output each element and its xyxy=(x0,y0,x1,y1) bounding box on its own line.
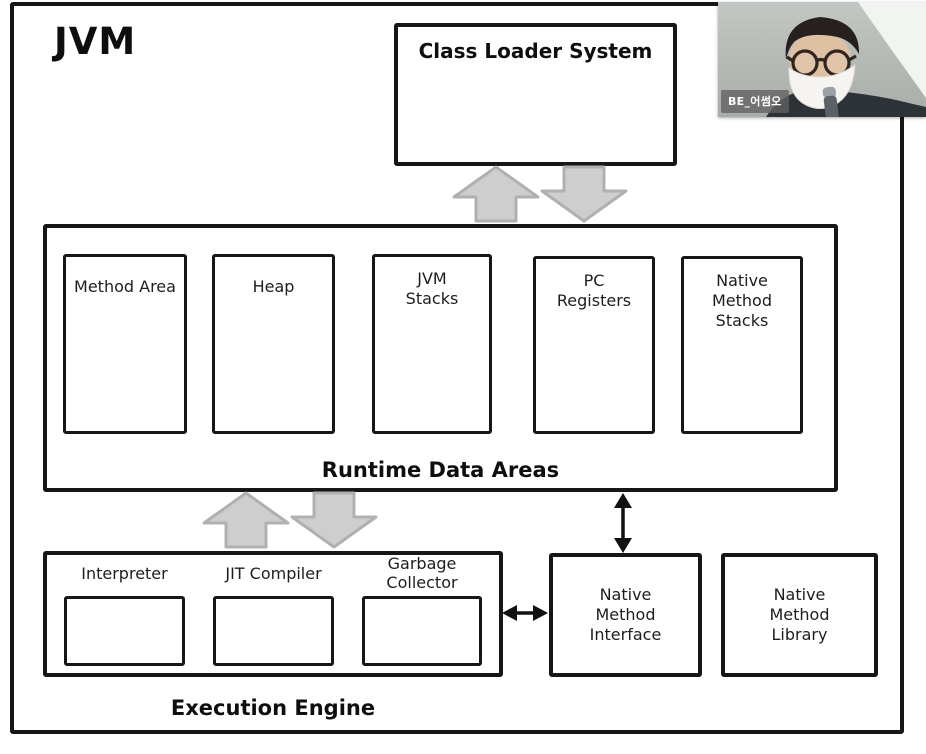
garbage-collector-box xyxy=(362,596,482,666)
native-method-stacks-label: Native Method Stacks xyxy=(684,259,800,331)
block-arrow-up-icon xyxy=(202,491,290,549)
native-method-library-label: Native Method Library xyxy=(769,585,829,645)
runtime-nmi-arrow-icon xyxy=(614,493,632,553)
native-method-interface-label: Native Method Interface xyxy=(590,585,662,645)
jvm-stacks-line2: Stacks xyxy=(405,289,459,308)
pc-registers-line2: Registers xyxy=(556,291,632,310)
class-loader-system-box: Class Loader System xyxy=(394,23,677,166)
pc-registers-label: PC Registers xyxy=(536,259,652,311)
interpreter-label: Interpreter xyxy=(81,564,168,583)
garbage-collector-line2: Collector xyxy=(386,573,458,593)
runtime-engine-arrows xyxy=(202,491,378,549)
nmi-line1: Native xyxy=(599,585,652,604)
nmi-line2: Method xyxy=(595,605,656,624)
garbage-collector-label: Garbage Collector xyxy=(362,554,482,592)
jit-compiler-label: JIT Compiler xyxy=(225,564,322,583)
jit-compiler-box xyxy=(213,596,334,666)
method-area-box: Method Area xyxy=(63,254,187,434)
block-arrow-up-icon xyxy=(452,165,540,223)
runtime-data-areas-label: Runtime Data Areas xyxy=(321,458,560,482)
heap-label: Heap xyxy=(252,277,295,296)
engine-nmi-arrow-icon xyxy=(502,605,548,621)
class-loader-system-label: Class Loader System xyxy=(418,39,653,63)
participant-name-badge: BE_어썸오 xyxy=(721,90,789,113)
native-method-stacks-line3: Stacks xyxy=(715,311,769,330)
native-method-stacks-box: Native Method Stacks xyxy=(681,256,803,434)
nml-line1: Native xyxy=(773,585,826,604)
nml-line2: Method xyxy=(769,605,830,624)
garbage-collector-line1: Garbage xyxy=(387,554,457,573)
face-mask xyxy=(788,63,856,109)
person-hair xyxy=(785,17,860,60)
jvm-title: JVM xyxy=(54,20,137,63)
execution-engine-label: Execution Engine xyxy=(170,696,376,720)
block-arrow-down-icon xyxy=(540,165,628,223)
native-method-stacks-line1: Native xyxy=(716,271,768,290)
pc-registers-line1: PC xyxy=(583,271,605,290)
webcam-video xyxy=(718,2,926,117)
wall-panel xyxy=(858,2,926,98)
native-method-stacks-line2: Method xyxy=(711,291,772,310)
native-method-library-box: Native Method Library xyxy=(721,553,878,677)
nml-line3: Library xyxy=(771,625,828,644)
interpreter-box xyxy=(64,596,185,666)
pc-registers-box: PC Registers xyxy=(533,256,655,434)
native-method-interface-box: Native Method Interface xyxy=(549,553,702,677)
microphone xyxy=(822,86,840,117)
jvm-stacks-box: JVM Stacks xyxy=(372,254,492,434)
block-arrow-down-icon xyxy=(290,491,378,549)
jvm-stacks-label: JVM Stacks xyxy=(375,257,489,309)
class-loader-runtime-arrows xyxy=(452,165,628,223)
nmi-line3: Interface xyxy=(589,625,662,644)
heap-box: Heap xyxy=(212,254,335,434)
method-area-label: Method Area xyxy=(74,277,176,296)
webcam-tile[interactable]: BE_어썸오 xyxy=(718,2,926,117)
jvm-stacks-line1: JVM xyxy=(417,269,447,288)
